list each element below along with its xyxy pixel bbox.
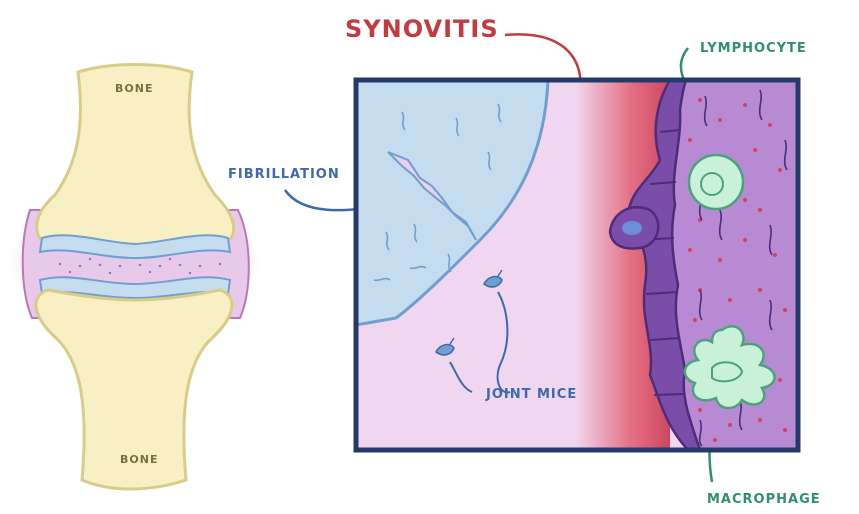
fibrillation-label: FIBRILLATION <box>228 167 340 182</box>
joint-mice-label: JOINT MICE <box>485 387 577 402</box>
synovitis-panel: JOINT MICE <box>356 80 798 450</box>
lymphocyte-label: LYMPHOCYTE <box>700 41 807 56</box>
synovitis-label: SYNOVITIS <box>345 15 499 43</box>
knee-joint: BONE BONE <box>10 65 260 490</box>
bone-top-label: BONE <box>115 82 153 95</box>
bone-bottom-label: BONE <box>120 453 158 466</box>
cell-nucleus <box>622 221 642 235</box>
macrophage-label: MACROPHAGE <box>707 492 821 507</box>
lymphocyte-cell <box>689 155 743 209</box>
